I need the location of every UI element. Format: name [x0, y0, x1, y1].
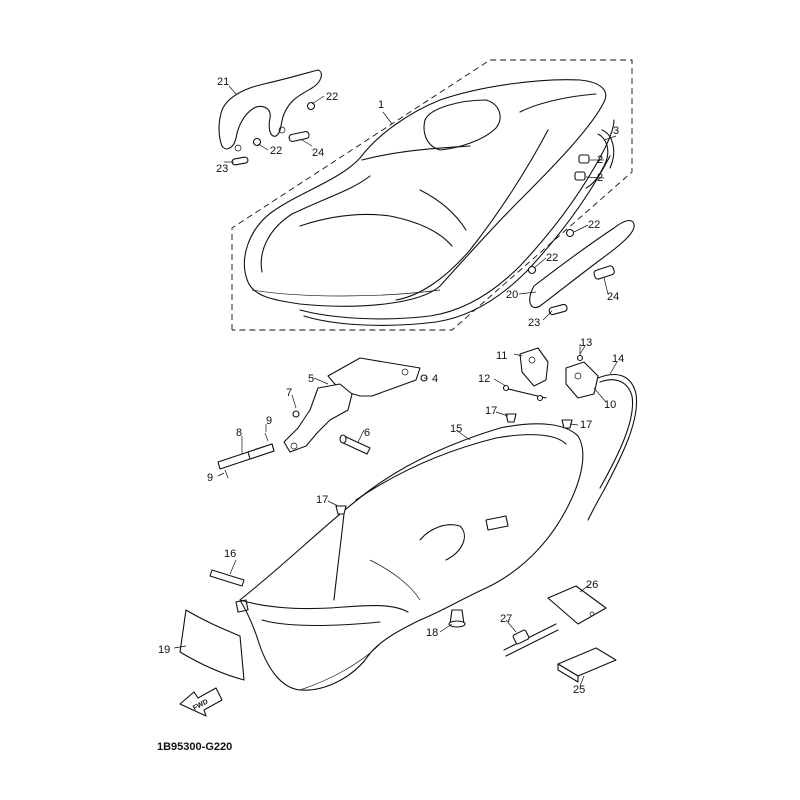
seat-lock-parts	[502, 344, 599, 402]
callout-9: 9	[266, 415, 272, 427]
callout-17-c: 17	[316, 494, 328, 506]
fasteners-top	[231, 101, 615, 316]
callout-4: 4	[432, 373, 438, 385]
damper-icon	[548, 303, 568, 316]
callout-10: 10	[604, 399, 616, 411]
callout-2-b: 2	[597, 172, 603, 184]
callout-20: 20	[506, 289, 518, 301]
callout-2: 2	[597, 154, 603, 166]
grab-rail-left-part	[218, 69, 322, 152]
callout-19: 19	[158, 644, 170, 656]
grab-rail-right-part	[529, 219, 635, 308]
callout-1: 1	[378, 99, 384, 111]
callout-24: 24	[312, 147, 324, 159]
callout-18: 18	[426, 627, 438, 639]
seat-cord-part	[574, 129, 615, 189]
pin-part	[339, 434, 371, 455]
damper-icon	[593, 265, 615, 280]
grommet-icon	[561, 419, 573, 429]
catch-icon	[578, 154, 590, 164]
callout-22-c: 22	[588, 219, 600, 231]
callout-26: 26	[586, 579, 598, 591]
lock-cable-part	[587, 374, 638, 521]
strip-part	[209, 569, 245, 587]
bolt-icon	[565, 228, 575, 238]
callout-12: 12	[478, 373, 490, 385]
screw-icon	[576, 354, 584, 362]
seat-part	[243, 79, 615, 326]
callout-9-b: 9	[207, 472, 213, 484]
damper-icon	[231, 156, 249, 166]
callout-17-b: 17	[580, 419, 592, 431]
rubber-mount-part	[448, 609, 466, 628]
callout-24-b: 24	[607, 291, 619, 303]
callout-6: 6	[364, 427, 370, 439]
callout-11: 11	[496, 350, 507, 362]
strap-part	[503, 623, 559, 657]
callout-7: 7	[286, 387, 292, 399]
manual-case-part	[547, 585, 607, 625]
seat-assembly-boundary	[231, 59, 633, 331]
callout-22-d: 22	[546, 252, 558, 264]
catch-icon	[574, 171, 586, 181]
grommets	[335, 413, 573, 515]
callout-22: 22	[326, 91, 338, 103]
bolt-icon	[527, 265, 537, 275]
callout-5: 5	[308, 373, 314, 385]
callout-27: 27	[500, 613, 512, 625]
callout-labels: 1 2 2 3 4 5 6 7 8 9 9 10 11 12 13 14 15 …	[158, 76, 624, 696]
damper-part	[217, 432, 275, 479]
bolt-icon	[306, 101, 316, 111]
callout-15: 15	[450, 423, 462, 435]
callout-23-b: 23	[528, 317, 540, 329]
bolt-icon	[252, 137, 262, 147]
callout-25: 25	[573, 684, 585, 696]
callout-8: 8	[236, 427, 242, 439]
catalog-code: 1B95300-G220	[157, 741, 232, 753]
callout-22-b: 22	[270, 145, 282, 157]
callout-17: 17	[485, 405, 497, 417]
callout-23: 23	[216, 163, 228, 175]
callout-16: 16	[224, 548, 236, 560]
leader-lines	[173, 85, 618, 687]
callout-3: 3	[613, 125, 619, 137]
grommet-icon	[505, 413, 517, 423]
washer-icon	[292, 410, 300, 418]
fwd-arrow-icon: FWD	[179, 687, 223, 717]
side-cover-part	[179, 609, 245, 681]
damper-icon	[288, 130, 310, 142]
seat-hinge-part	[283, 357, 428, 453]
callout-14: 14	[612, 353, 624, 365]
owners-manual-part	[557, 647, 617, 683]
grommet-icon	[335, 505, 347, 515]
storage-box-part	[235, 423, 584, 691]
callout-21: 21	[217, 76, 229, 88]
callout-13: 13	[580, 337, 592, 349]
